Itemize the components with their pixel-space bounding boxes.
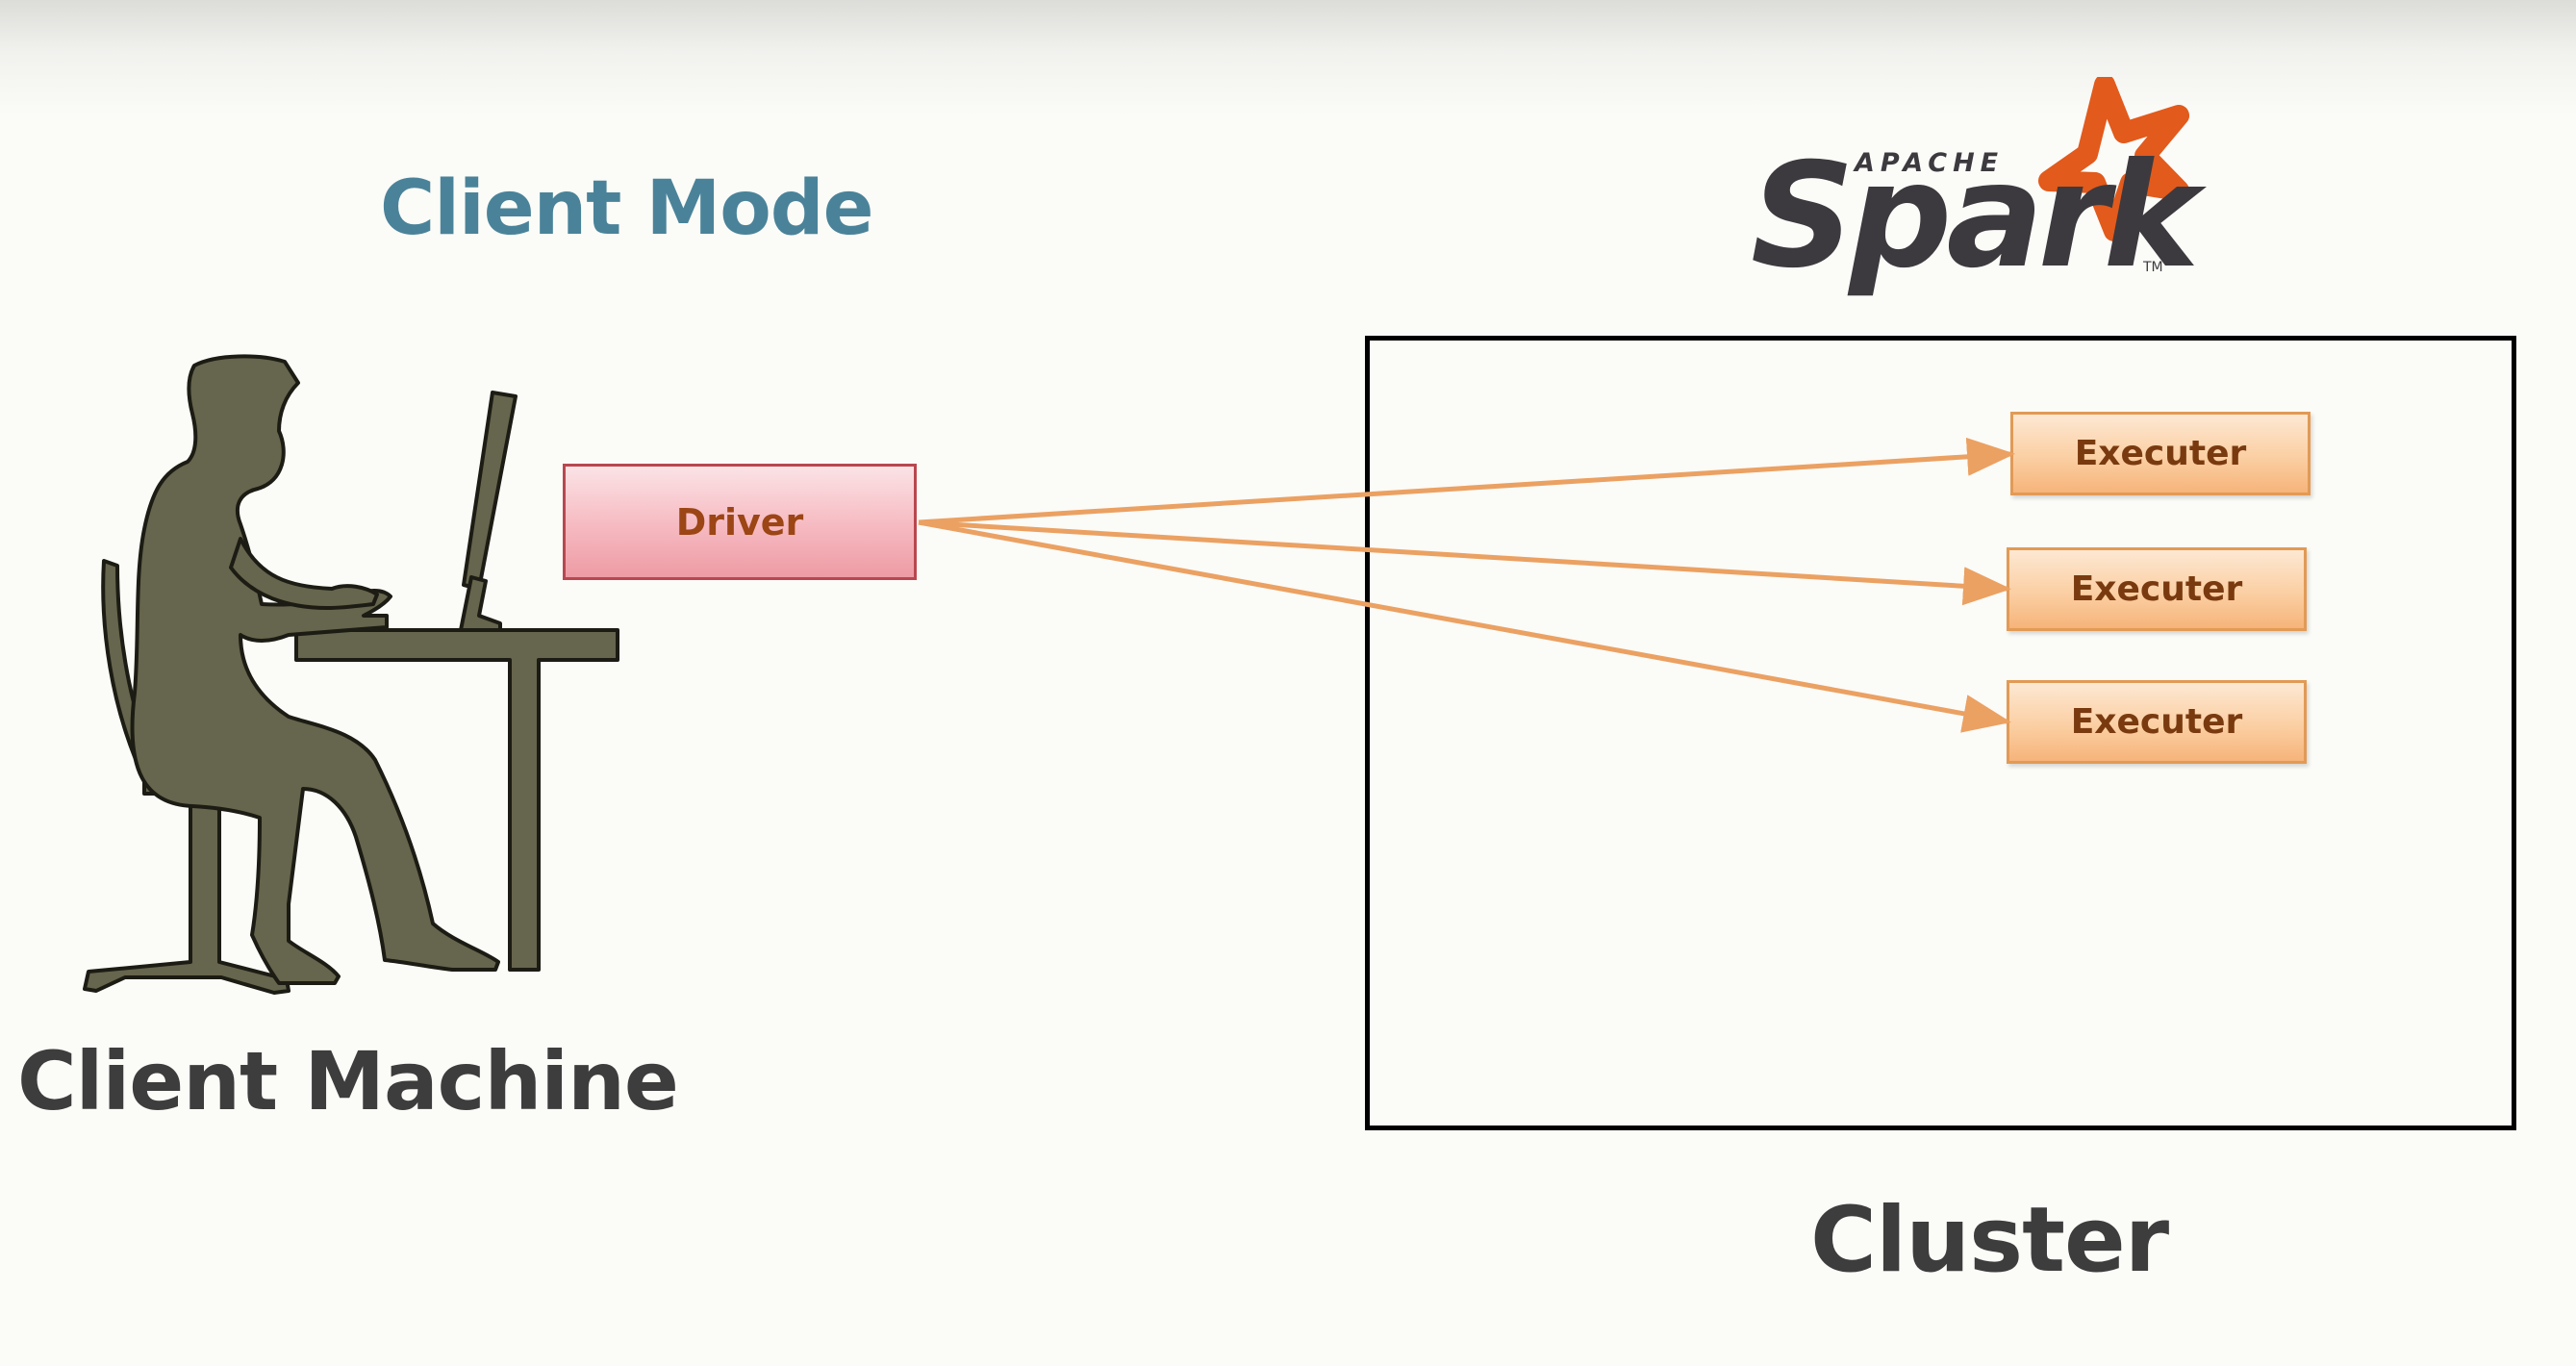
spark-logo-tm: TM	[2143, 260, 2163, 275]
page-title: Client Mode	[380, 165, 874, 252]
spark-logo-apache: APACHE	[1855, 148, 2005, 178]
top-shade	[0, 0, 2576, 115]
spark-logo-wordmark: Spark	[1751, 133, 2199, 300]
driver-node: Driver	[563, 464, 917, 580]
cluster-label: Cluster	[1810, 1188, 2169, 1293]
spark-star-icon	[2038, 77, 2189, 241]
arrow-to-executor-2	[918, 519, 2011, 606]
cluster-box	[1365, 336, 2516, 1130]
arrow-to-executor-1	[918, 437, 2015, 525]
executor-node: Executer	[2010, 412, 2311, 495]
executor-node: Executer	[2007, 547, 2307, 631]
arrow-to-executor-3	[918, 519, 2011, 733]
executor-node: Executer	[2007, 680, 2307, 764]
client-machine-label: Client Machine	[17, 1034, 679, 1128]
